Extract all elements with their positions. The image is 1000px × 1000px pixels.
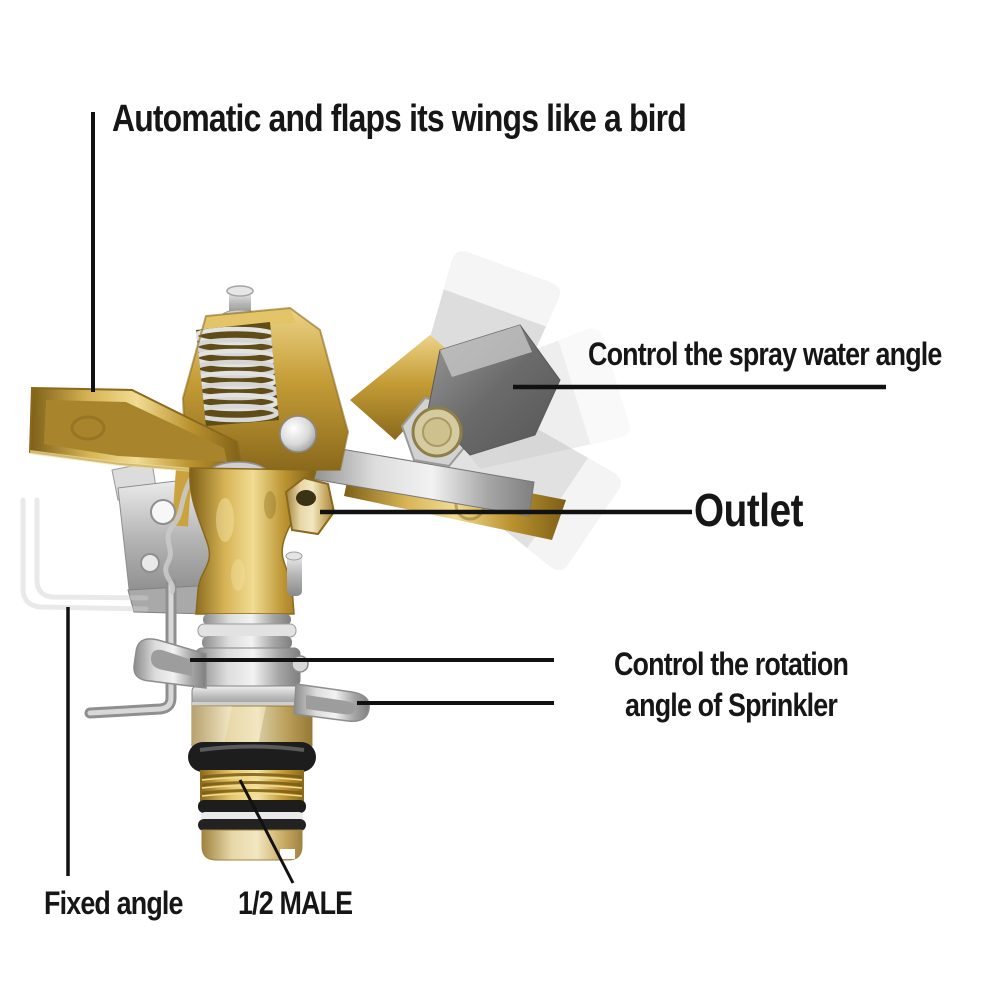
trip-wire <box>84 455 209 719</box>
fixed-angle-wire-ghost <box>20 497 149 612</box>
label-spray-angle: Control the spray water angle <box>588 336 942 372</box>
rotation-collar <box>133 638 309 711</box>
male-thread <box>198 770 306 861</box>
rotation-tab-right-slot <box>306 695 356 715</box>
hammer-arm <box>28 386 245 476</box>
pivot-screw <box>279 415 317 453</box>
deflector-arm-assembly <box>306 324 566 540</box>
hex-nut <box>191 702 313 747</box>
deflector-plate-facet <box>440 325 532 377</box>
outlet-nozzle <box>284 476 336 536</box>
body-column <box>189 467 317 615</box>
wing-bolt-core <box>422 417 452 447</box>
label-outlet: Outlet <box>694 484 804 536</box>
label-male-thread: 1/2 MALE <box>238 885 353 921</box>
washer-white <box>201 812 303 820</box>
label-rotation-line2: angle of Sprinkler <box>625 687 838 723</box>
spring <box>196 326 279 423</box>
label-rotation-angle: Control the rotation angle of Sprinkler <box>592 644 871 726</box>
label-rotation-line1: Control the rotation <box>613 646 849 682</box>
bearing-rings <box>197 614 297 649</box>
label-automatic: Automatic and flaps its wings like a bir… <box>112 98 687 140</box>
cup-slot <box>280 849 295 859</box>
wing-holder-brass <box>350 335 465 440</box>
o-ring-upper <box>188 742 316 772</box>
label-fixed-angle: Fixed angle <box>44 885 183 921</box>
o-ring-bottom <box>198 819 306 831</box>
callout-line-male-thread <box>238 779 295 884</box>
